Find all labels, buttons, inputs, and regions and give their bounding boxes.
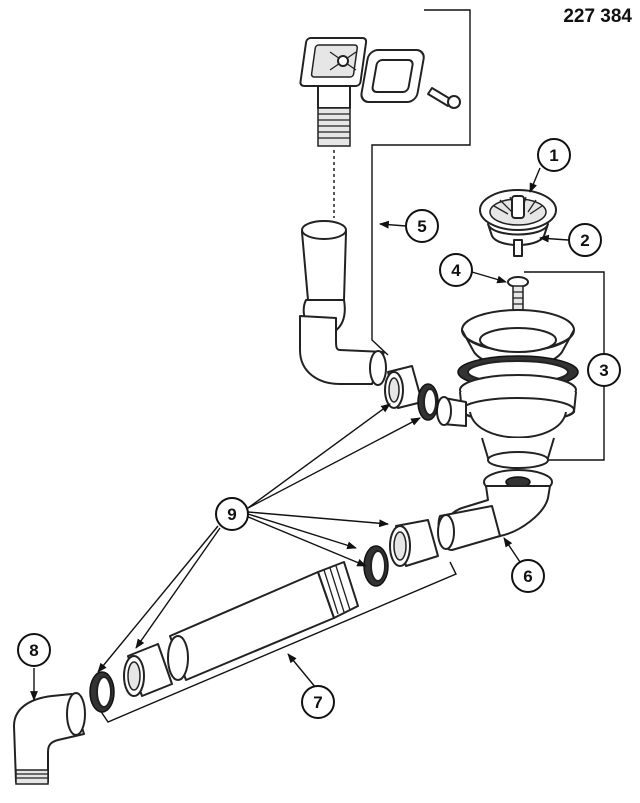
svg-text:7: 7 — [313, 693, 322, 712]
callout-6: 6 — [511, 559, 545, 593]
svg-text:1: 1 — [549, 146, 558, 165]
svg-text:3: 3 — [599, 361, 608, 380]
overflow-washer — [417, 383, 439, 421]
leader-7 — [287, 653, 317, 689]
leader-2 — [539, 234, 569, 243]
part-number: 227 384 — [563, 6, 632, 27]
leader-1 — [529, 167, 541, 193]
overflow-nut — [384, 365, 423, 409]
leader-6 — [503, 537, 521, 563]
overflow-screw — [427, 87, 461, 109]
strainer-basket — [479, 189, 557, 257]
svg-text:6: 6 — [523, 567, 532, 586]
svg-text:4: 4 — [451, 261, 461, 280]
leader-4 — [471, 271, 507, 284]
drain-elbow — [437, 469, 553, 551]
bracket-line-7 — [95, 561, 457, 723]
overflow-body — [317, 85, 351, 147]
overflow-cover — [299, 37, 368, 87]
leaders-9 — [97, 403, 421, 673]
svg-text:2: 2 — [580, 231, 589, 250]
long-pipe — [167, 561, 359, 681]
drain-body — [436, 271, 605, 469]
svg-text:9: 9 — [227, 505, 236, 524]
outlet-elbow — [13, 692, 86, 785]
leader-5 — [379, 220, 407, 229]
union-nut-b — [123, 643, 173, 697]
svg-text:5: 5 — [417, 217, 426, 236]
washer-a — [363, 545, 389, 587]
pipe-group — [89, 519, 457, 723]
overflow-gasket — [360, 49, 425, 103]
overflow-assembly — [299, 9, 471, 386]
callout-1: 1 — [537, 138, 571, 172]
callout-4: 4 — [439, 253, 473, 287]
bracket-line-5 — [371, 9, 471, 356]
union-nut-a — [389, 519, 439, 567]
overflow-hose — [299, 220, 387, 386]
center-screw — [507, 276, 529, 319]
callout-2: 2 — [568, 223, 602, 257]
callout-5: 5 — [405, 209, 439, 243]
callout-7: 7 — [301, 685, 335, 719]
callout-9: 9 — [215, 497, 249, 531]
callout-8: 8 — [17, 633, 51, 667]
callout-3: 3 — [587, 353, 621, 387]
svg-text:8: 8 — [29, 641, 38, 660]
washer-b — [89, 671, 115, 713]
